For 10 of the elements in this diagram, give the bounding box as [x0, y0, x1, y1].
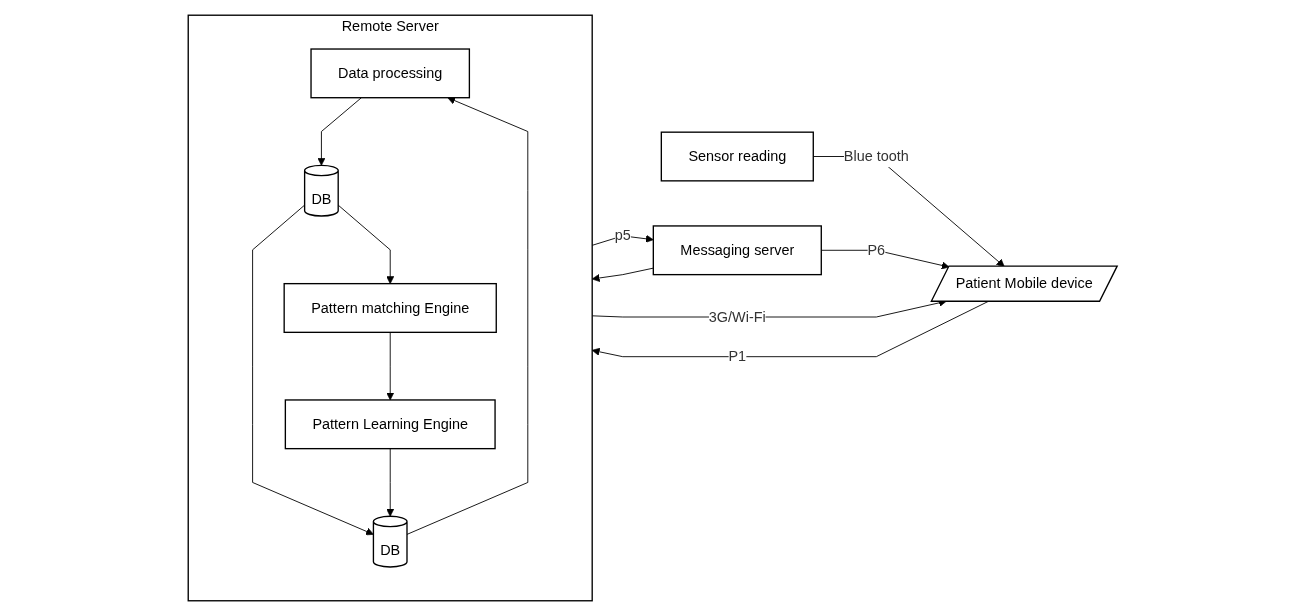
node-box: Pattern Learning Engine	[284, 398, 497, 449]
edge-label: 3G/Wi-Fi	[709, 308, 767, 324]
node-box: Sensor reading	[660, 131, 815, 182]
edge-label: P6	[867, 241, 886, 257]
node-box: Pattern matching Engine	[283, 282, 498, 333]
edge-label: Blue tooth	[844, 147, 910, 164]
node-box: Messaging server	[652, 224, 823, 275]
node-box: Data processing	[310, 47, 471, 98]
edge-label: p5	[615, 227, 632, 243]
edge-label: P1	[728, 348, 747, 364]
